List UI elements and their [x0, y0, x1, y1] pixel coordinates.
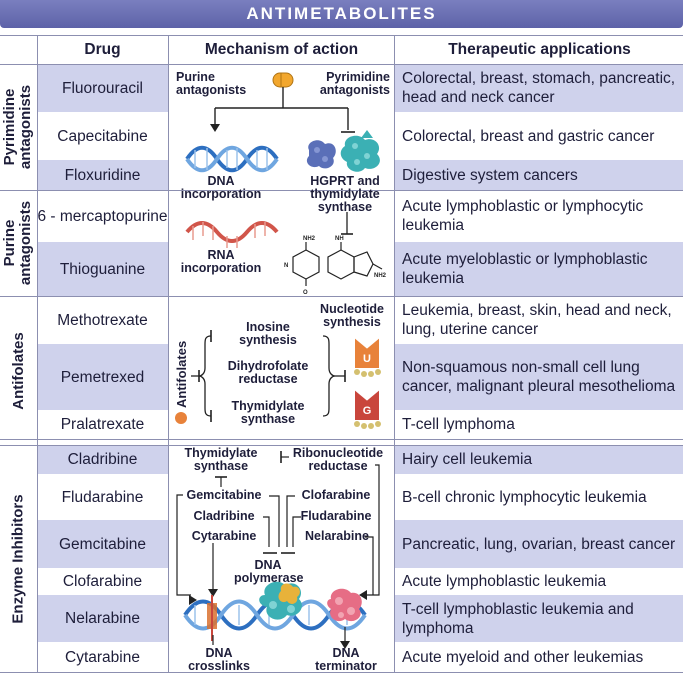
- drug-cell: 6 - mercaptopurine: [37, 207, 168, 225]
- uracil-marker-icon: U: [354, 337, 381, 377]
- rna-strand-icon: [185, 221, 279, 248]
- page-title: ANTIMETABOLITES: [0, 0, 683, 28]
- group-label-text: Antifolates: [9, 331, 27, 410]
- mechanism-diagram-enzyme: [176, 451, 380, 649]
- drug-dot-icon: [175, 412, 187, 424]
- grid-line: [394, 35, 395, 672]
- application-cell: Hairy cell leukemia: [395, 445, 683, 474]
- label-fludarabine: Fludarabine: [300, 509, 372, 523]
- application-cell: Pancreatic, lung, ovarian, breast cancer: [395, 520, 683, 568]
- drug-cell: Pralatrexate: [60, 416, 145, 433]
- label-thymidylate-synthase: Thymidylate synthase: [231, 399, 305, 426]
- drug-cell: Fluorouracil: [37, 64, 168, 112]
- marker-text: G: [363, 405, 372, 417]
- label-dna-polymerase: DNA polymerase: [234, 558, 304, 585]
- label-dna-terminator: DNA terminator: [315, 646, 377, 673]
- group-purine: Purine antagonists: [0, 190, 37, 296]
- grid-line: [0, 64, 683, 65]
- drug-cell: Nelarabine: [37, 595, 168, 642]
- group-antifolates: Antifolates: [0, 296, 37, 445]
- header-drug: Drug: [84, 41, 121, 58]
- application-cell: Acute lymphoblastic leukemia: [402, 573, 607, 590]
- label-ribonucleotide-reductase: Ribonucleotide reductase: [292, 446, 384, 473]
- application-cell: Acute myeloblastic or lymphoblastic leuk…: [395, 242, 683, 296]
- grid-line: [0, 445, 683, 446]
- group-label-text: Enzyme Inhibitors: [9, 493, 27, 624]
- drug-cell: Gemcitabine: [37, 520, 168, 568]
- application-cell: B-cell chronic lymphocytic leukemia: [402, 488, 647, 506]
- grid-line: [37, 35, 38, 672]
- group-label-text: Pyrimidine antagonists: [1, 84, 35, 170]
- drug-cell: Methotrexate: [57, 311, 148, 329]
- mechanism-diagram-antifolates: Antifolates U G: [174, 330, 381, 429]
- drug-cell: Pemetrexed: [37, 344, 168, 410]
- grid-line: [0, 672, 683, 673]
- guanine-marker-icon: G: [354, 389, 381, 429]
- application-cell: Acute lymphoblastic or lymphocytic leuke…: [402, 198, 644, 234]
- drug-cell: Fludarabine: [61, 488, 144, 506]
- label-dna-crosslinks: DNA crosslinks: [188, 646, 250, 673]
- label-nelarabine: Nelarabine: [305, 529, 369, 543]
- label-cladribine: Cladribine: [193, 509, 255, 523]
- drug-cell: Floxuridine: [37, 160, 168, 190]
- label-clofarabine: Clofarabine: [301, 488, 371, 502]
- application-cell: Leukemia, breast, skin, head and neck, l…: [402, 302, 672, 338]
- label-dna-incorporation: DNA incorporation: [180, 174, 262, 201]
- application-cell: Colorectal, breast, stomach, pancreatic,…: [395, 64, 683, 112]
- dna-helix-icon: [185, 145, 279, 173]
- header-mechanism: Mechanism of action: [204, 41, 359, 58]
- group-enzyme: Enzyme Inhibitors: [0, 445, 37, 672]
- grid-line: [168, 35, 169, 672]
- structure-text: NH: [335, 236, 344, 242]
- structure-text: N: [284, 263, 288, 269]
- structure-text: NH2: [374, 273, 387, 279]
- chemical-structure-icon: [292, 242, 383, 286]
- label-cytarabine: Cytarabine: [191, 529, 257, 543]
- label-hgprt: HGPRT and thymidylate synthase: [310, 174, 380, 214]
- label-nucleotide-synthesis: Nucleotide synthesis: [320, 302, 384, 329]
- application-cell: Non-squamous non-small cell lung cancer,…: [395, 344, 683, 410]
- label-pyrimidine-antagonists: Pyrimidine antagonists: [319, 70, 390, 97]
- application-cell: Acute myeloid and other leukemias: [402, 648, 644, 666]
- application-cell: Colorectal, breast and gastric cancer: [402, 127, 655, 145]
- marker-text: U: [363, 353, 371, 365]
- group-label-text: Purine antagonists: [1, 200, 35, 286]
- structure-text: O: [303, 290, 308, 296]
- label-antifolates: Antifolates: [174, 341, 189, 408]
- application-cell: Digestive system cancers: [395, 160, 683, 190]
- drug-cell: Cytarabine: [65, 648, 140, 666]
- mechanism-diagram-top: NH2 N O NH NH2: [185, 72, 387, 296]
- header-applications: Therapeutic applications: [448, 41, 631, 58]
- label-rna-incorporation: RNA incorporation: [180, 248, 262, 275]
- drug-cell: Thioguanine: [37, 242, 168, 296]
- structure-text: NH2: [303, 236, 316, 242]
- label-purine-antagonists: Purine antagonists: [176, 70, 247, 97]
- label-inosine-synthesis: Inosine synthesis: [239, 320, 297, 347]
- group-pyrimidine: Pyrimidine antagonists: [0, 64, 37, 190]
- grid-line: [0, 35, 683, 36]
- drug-cell: Cladribine: [37, 445, 168, 474]
- grid-line: [0, 190, 683, 191]
- enzyme-protein-icon: [306, 130, 380, 172]
- drug-cell: Clofarabine: [62, 573, 143, 590]
- grid-line: [0, 296, 683, 297]
- drug-capsule-icon: [272, 72, 294, 88]
- application-cell: T-cell lymphoma: [402, 416, 515, 433]
- label-thymidylate-synthase-enz: Thymidylate synthase: [184, 446, 258, 473]
- drug-cell: Capecitabine: [57, 127, 148, 145]
- grid-line: [0, 439, 683, 440]
- label-gemcitabine: Gemcitabine: [186, 488, 262, 502]
- label-dihydrofolate-reductase: Dihydrofolate reductase: [227, 359, 309, 386]
- dna-polymerase-protein-icon: [259, 581, 302, 620]
- dna-terminator-protein-icon: [327, 588, 362, 622]
- application-cell: T-cell lymphoblastic leukemia and lympho…: [395, 595, 683, 642]
